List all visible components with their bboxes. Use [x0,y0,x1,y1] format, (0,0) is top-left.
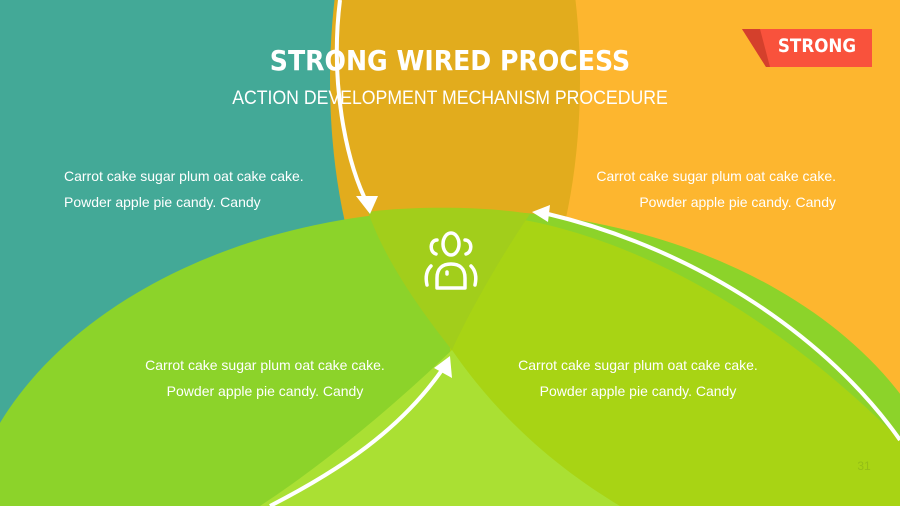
section-top-left: Carrot cake sugar plum oat cake cake. Po… [64,163,304,215]
section-line: Carrot cake sugar plum oat cake cake. [518,357,758,373]
section-bottom-left: Carrot cake sugar plum oat cake cake. Po… [140,352,390,404]
slide-subtitle: ACTION DEVELOPMENT MECHANISM PROCEDURE [232,88,668,109]
arrow-top-left [334,0,370,206]
section-line: Carrot cake sugar plum oat cake cake. [596,168,836,184]
arrow-head-top-left [356,196,378,214]
section-line: Powder apple pie candy. Candy [166,383,364,399]
team-users-icon [424,231,478,290]
page-number: 31 [857,459,871,473]
arrow-right [547,212,900,442]
bottom-right-circle [450,212,900,506]
center-overlap [368,207,530,350]
section-top-right: Carrot cake sugar plum oat cake cake. Po… [596,163,836,215]
arrow-head-right [532,205,550,222]
section-line: Powder apple pie candy. Candy [539,383,737,399]
badge-label: STRONG [777,35,857,57]
slide-title: STRONG WIRED PROCESS [269,44,631,77]
section-line: Carrot cake sugar plum oat cake cake. [64,168,304,184]
section-line: Carrot cake sugar plum oat cake cake. [145,357,385,373]
arrow-head-bottom [434,356,452,378]
section-line: Powder apple pie candy. Candy [639,194,836,210]
section-line: Powder apple pie candy. Candy [64,194,261,210]
bottom-overlap [260,350,620,506]
arrow-bottom [269,368,444,506]
strong-badge [742,29,872,67]
section-bottom-right: Carrot cake sugar plum oat cake cake. Po… [512,352,764,404]
